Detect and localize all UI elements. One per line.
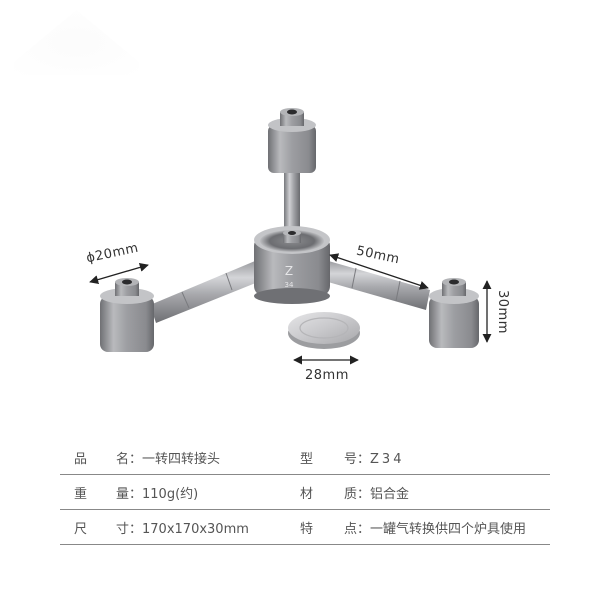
spec-value: 寸：170x170x30mm <box>116 521 249 537</box>
spec-key: 品 <box>74 451 88 467</box>
spec-key: 尺 <box>74 521 88 537</box>
center-hub: Z 34 <box>254 226 330 304</box>
spec-value: 号：Z34 <box>344 451 405 467</box>
cap-diameter-label: 28mm <box>305 368 349 383</box>
spec-table: 品 名：一转四转接头 型 号：Z34 重 量：110g(约) 材 质：铝合金 尺… <box>60 440 550 545</box>
svg-text:Z: Z <box>285 264 293 278</box>
product-image: Z 34 ϕ20mm 50mm <box>85 108 510 383</box>
right-fitting <box>429 278 479 348</box>
spec-row-weight: 重 量：110g(约) 材 质：铝合金 <box>60 475 550 510</box>
spec-value: 点：一罐气转换供四个炉具使用 <box>344 521 527 537</box>
spec-row-size: 尺 寸：170x170x30mm 特 点：一罐气转换供四个炉具使用 <box>60 510 550 545</box>
spec-row-name: 品 名：一转四转接头 型 号：Z34 <box>60 440 550 475</box>
left-fitting <box>100 278 154 352</box>
svg-text:34: 34 <box>285 281 294 289</box>
height-label: 30mm <box>495 290 510 334</box>
spec-value: 量：110g(约) <box>116 486 199 502</box>
spec-key: 型 <box>300 451 314 467</box>
top-fitting <box>268 108 316 173</box>
adapter-illustration: Z 34 <box>89 108 492 365</box>
spec-value: 质：铝合金 <box>344 486 410 502</box>
spec-key: 重 <box>74 486 88 502</box>
spec-key: 材 <box>300 486 314 502</box>
spec-key: 特 <box>300 521 314 537</box>
spec-value: 名：一转四转接头 <box>116 451 221 467</box>
cap-disk <box>288 312 360 349</box>
